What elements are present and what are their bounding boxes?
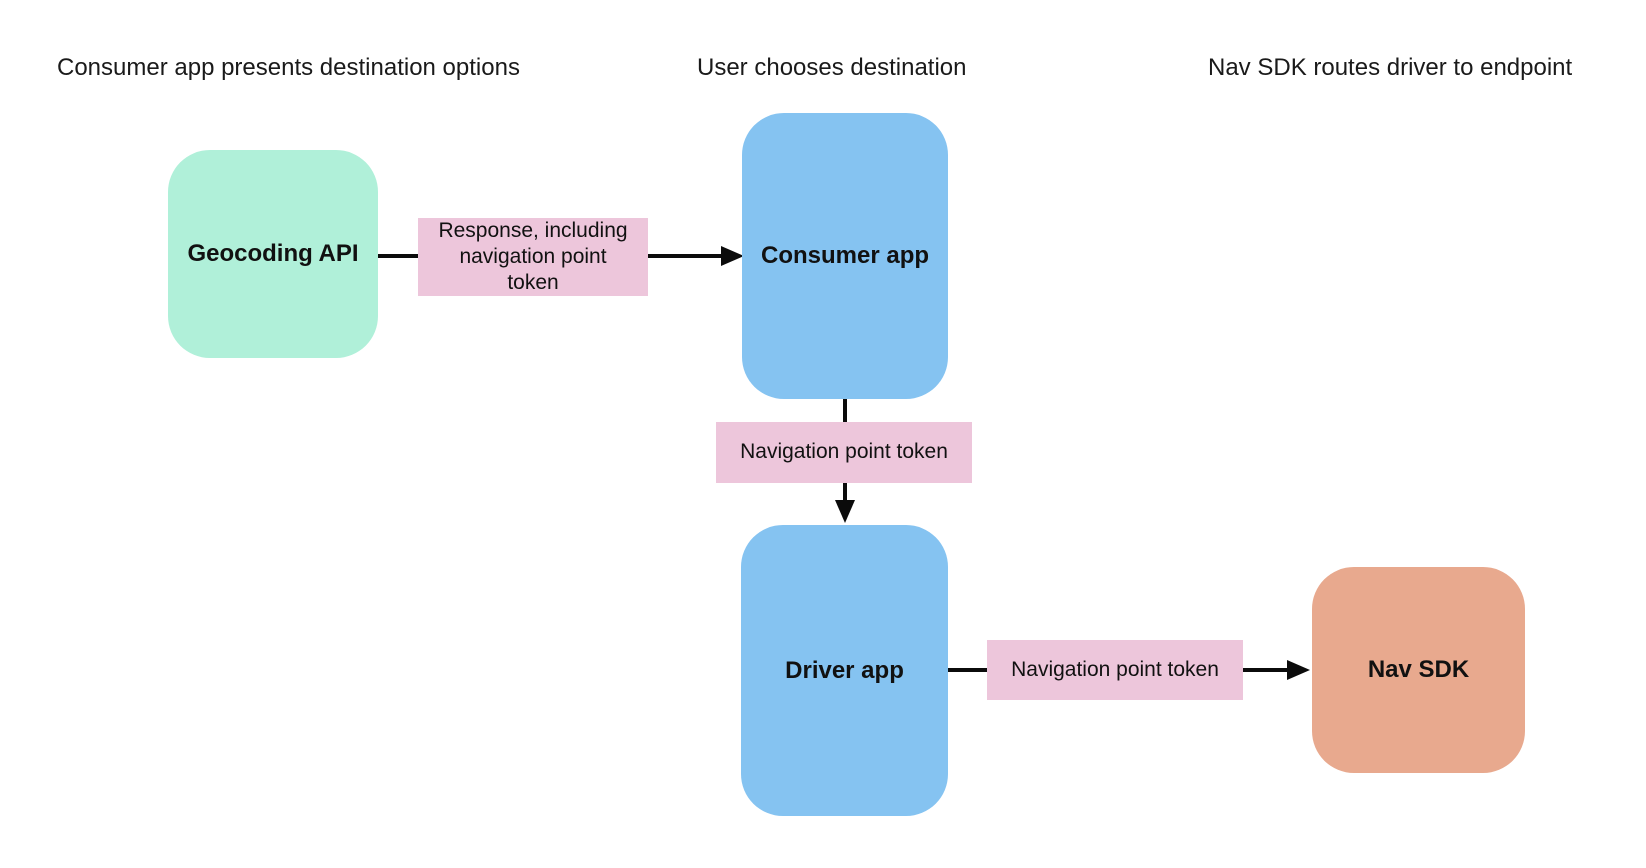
- column-header-navsdk-routes: Nav SDK routes driver to endpoint: [1208, 54, 1573, 81]
- arrowhead-down-icon: [835, 500, 855, 523]
- edge-label-text: Navigation point token: [740, 440, 948, 464]
- node-consumer-app: Consumer app: [742, 113, 948, 399]
- edge-label-navigation-point-token-1: Navigation point token: [716, 422, 972, 483]
- edge-label-text: Navigation point token: [1011, 657, 1219, 681]
- node-label-geocoding-api: Geocoding API: [187, 240, 359, 267]
- node-driver-app: Driver app: [741, 525, 948, 816]
- edge-label-text: Response, including navigation point tok…: [438, 218, 628, 295]
- node-geocoding-api: Geocoding API: [168, 150, 378, 358]
- edge-label-response-including-token: Response, including navigation point tok…: [418, 218, 648, 296]
- column-header-user-chooses: User chooses destination: [697, 54, 967, 81]
- edge-label-navigation-point-token-2: Navigation point token: [987, 640, 1243, 700]
- node-nav-sdk: Nav SDK: [1312, 567, 1525, 773]
- node-label-nav-sdk: Nav SDK: [1367, 656, 1470, 683]
- arrowhead-right-icon: [721, 246, 744, 266]
- node-label-consumer-app: Consumer app: [760, 242, 930, 269]
- node-label-driver-app: Driver app: [785, 656, 904, 684]
- arrowhead-right-icon: [1287, 660, 1310, 680]
- column-header-consumer-presents: Consumer app presents destination option…: [57, 54, 520, 81]
